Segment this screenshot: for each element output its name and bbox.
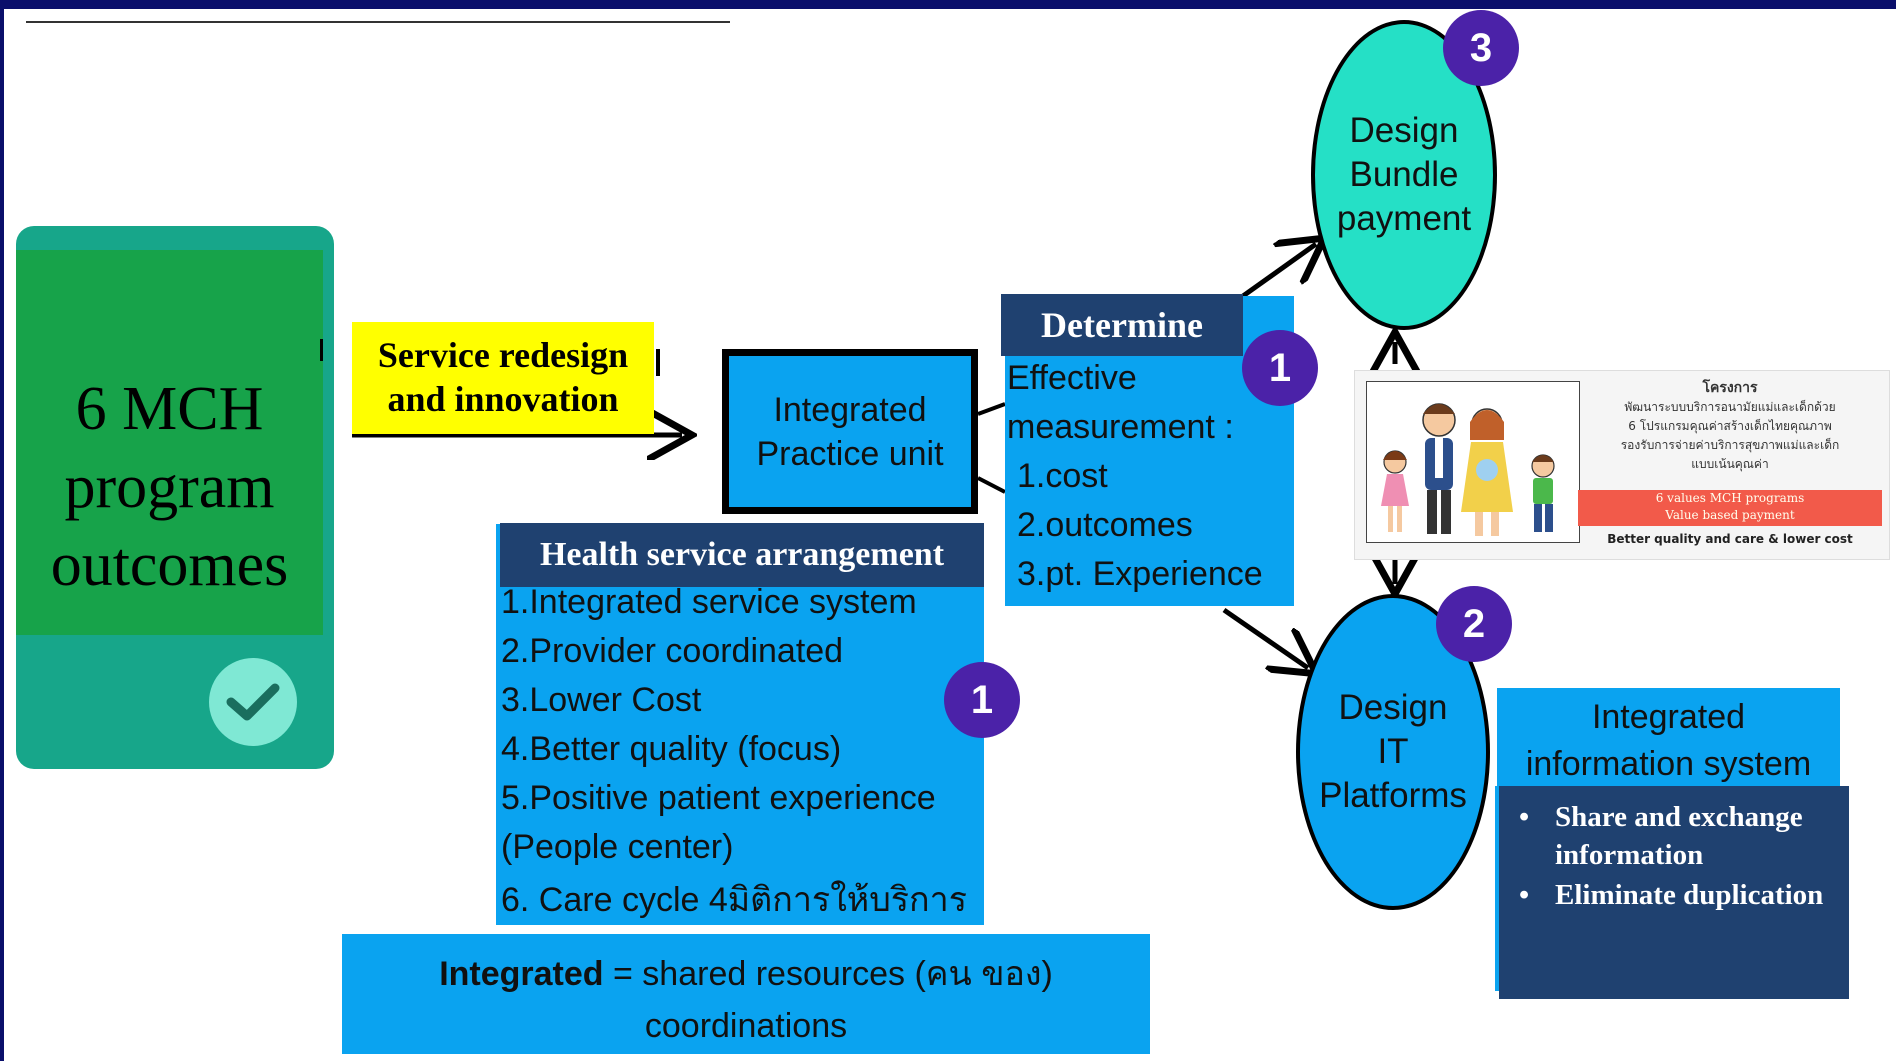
- bullet-text: Share and exchange information: [1555, 801, 1803, 871]
- integrated-definition-box: Integrated = shared resources (คน ของ) c…: [342, 934, 1150, 1054]
- health-service-arrangement-label: Health service arrangement: [500, 523, 984, 587]
- bullet-box-stripe: [1495, 786, 1499, 991]
- project-title: โครงการ: [1702, 380, 1758, 396]
- list-item: 1.Integrated service system: [501, 583, 917, 621]
- measurement-line: 1.cost: [1017, 457, 1108, 495]
- service-redesign-label: Service redesign and innovation: [352, 322, 654, 434]
- badge-bundle: 3: [1443, 10, 1519, 86]
- project-footer: Better quality and care & lower cost: [1607, 532, 1853, 546]
- health-service-list: 1.Integrated service system 2.Provider c…: [501, 578, 967, 925]
- bullet-icon: •: [1519, 801, 1530, 833]
- measurement-line: Effective: [1007, 359, 1137, 397]
- bullet-item: • Eliminate duplication: [1519, 876, 1835, 914]
- integrated-definition: = shared resources (คน ของ): [603, 955, 1053, 993]
- measurement-line: measurement :: [1007, 408, 1234, 446]
- project-title-block: โครงการ พัฒนาระบบบริการอนามัยแม่และเด็กด…: [1578, 378, 1882, 474]
- measurement-list: Effective measurement : 1.cost 2.outcome…: [1007, 354, 1263, 599]
- determine-label: Determine: [1001, 294, 1243, 356]
- slide-top-border: [0, 0, 1896, 9]
- arrow-to-it-platforms: [1222, 607, 1308, 668]
- arrow-to-bundle: [1241, 244, 1316, 299]
- outcomes-phone-card: 6 MCH program outcomes: [16, 226, 334, 769]
- project-banner-line2: Value based payment: [1665, 508, 1795, 522]
- project-line: 6 โปรแกรมคุณค่าสร้างเด็กไทยคุณภาพ: [1628, 419, 1832, 433]
- list-item: 4.Better quality (focus): [501, 730, 842, 768]
- connector-ipu-measure: [977, 476, 1006, 494]
- list-item: (People center): [501, 828, 734, 866]
- phone-edge-mark: [320, 339, 323, 361]
- measurement-line: 3.pt. Experience: [1017, 555, 1263, 593]
- design-it-platforms-text: Design IT Platforms: [1319, 688, 1467, 815]
- list-item: 2.Provider coordinated: [501, 632, 844, 670]
- phone-screen: 6 MCH program outcomes: [16, 250, 323, 635]
- integrated-practice-unit-box: Integrated Practice unit: [722, 349, 978, 514]
- slide-left-border: [0, 0, 4, 1061]
- bullet-text: Eliminate duplication: [1555, 879, 1824, 911]
- badge-determine: 1: [1242, 330, 1318, 406]
- health-service-arrangement-box: [496, 524, 984, 925]
- badge-arrangement: 1: [944, 662, 1020, 738]
- connector-ipu-determine: [977, 402, 1006, 416]
- family-illustration: [1366, 381, 1580, 543]
- project-line: แบบเน้นคุณค่า: [1691, 457, 1769, 471]
- integrated-practice-unit-text: Integrated Practice unit: [756, 390, 944, 473]
- project-banner-line1: 6 values MCH programs: [1655, 491, 1805, 505]
- check-icon: [209, 658, 297, 746]
- list-item: 5.Positive patient experience: [501, 779, 936, 817]
- project-line: รองรับการจ่ายค่าบริการสุขภาพแม่และเด็ก: [1620, 438, 1840, 452]
- information-bullets-box: • Share and exchange information • Elimi…: [1499, 786, 1849, 999]
- measurement-line: 2.outcomes: [1017, 506, 1193, 544]
- design-bundle-payment-text: Design Bundle payment: [1336, 111, 1472, 238]
- bullet-item: • Share and exchange information: [1519, 798, 1835, 874]
- integrated-definition-line1: Integrated = shared resources (คน ของ): [342, 948, 1150, 1000]
- integrated-information-system-box: Integrated information system: [1497, 688, 1840, 788]
- bullet-icon: •: [1519, 879, 1530, 911]
- project-banner: 6 values MCH programs Value based paymen…: [1578, 490, 1882, 526]
- integrated-definition-line2: coordinations: [644, 1007, 848, 1045]
- title-underline: [26, 21, 730, 23]
- integrated-term: Integrated: [439, 955, 604, 993]
- outcomes-text: 6 MCH program outcomes: [50, 375, 289, 599]
- badge-it: 2: [1436, 586, 1512, 662]
- list-item: 3.Lower Cost: [501, 681, 702, 719]
- list-item: 6. Care cycle 4มิติการให้บริการ: [501, 881, 967, 919]
- bracket-mark: [656, 349, 660, 376]
- integrated-information-system-title: Integrated information system: [1525, 698, 1812, 783]
- project-line: พัฒนาระบบบริการอนามัยแม่และเด็กด้วย: [1624, 400, 1836, 414]
- design-bundle-payment-ellipse: Design Bundle payment: [1311, 20, 1497, 330]
